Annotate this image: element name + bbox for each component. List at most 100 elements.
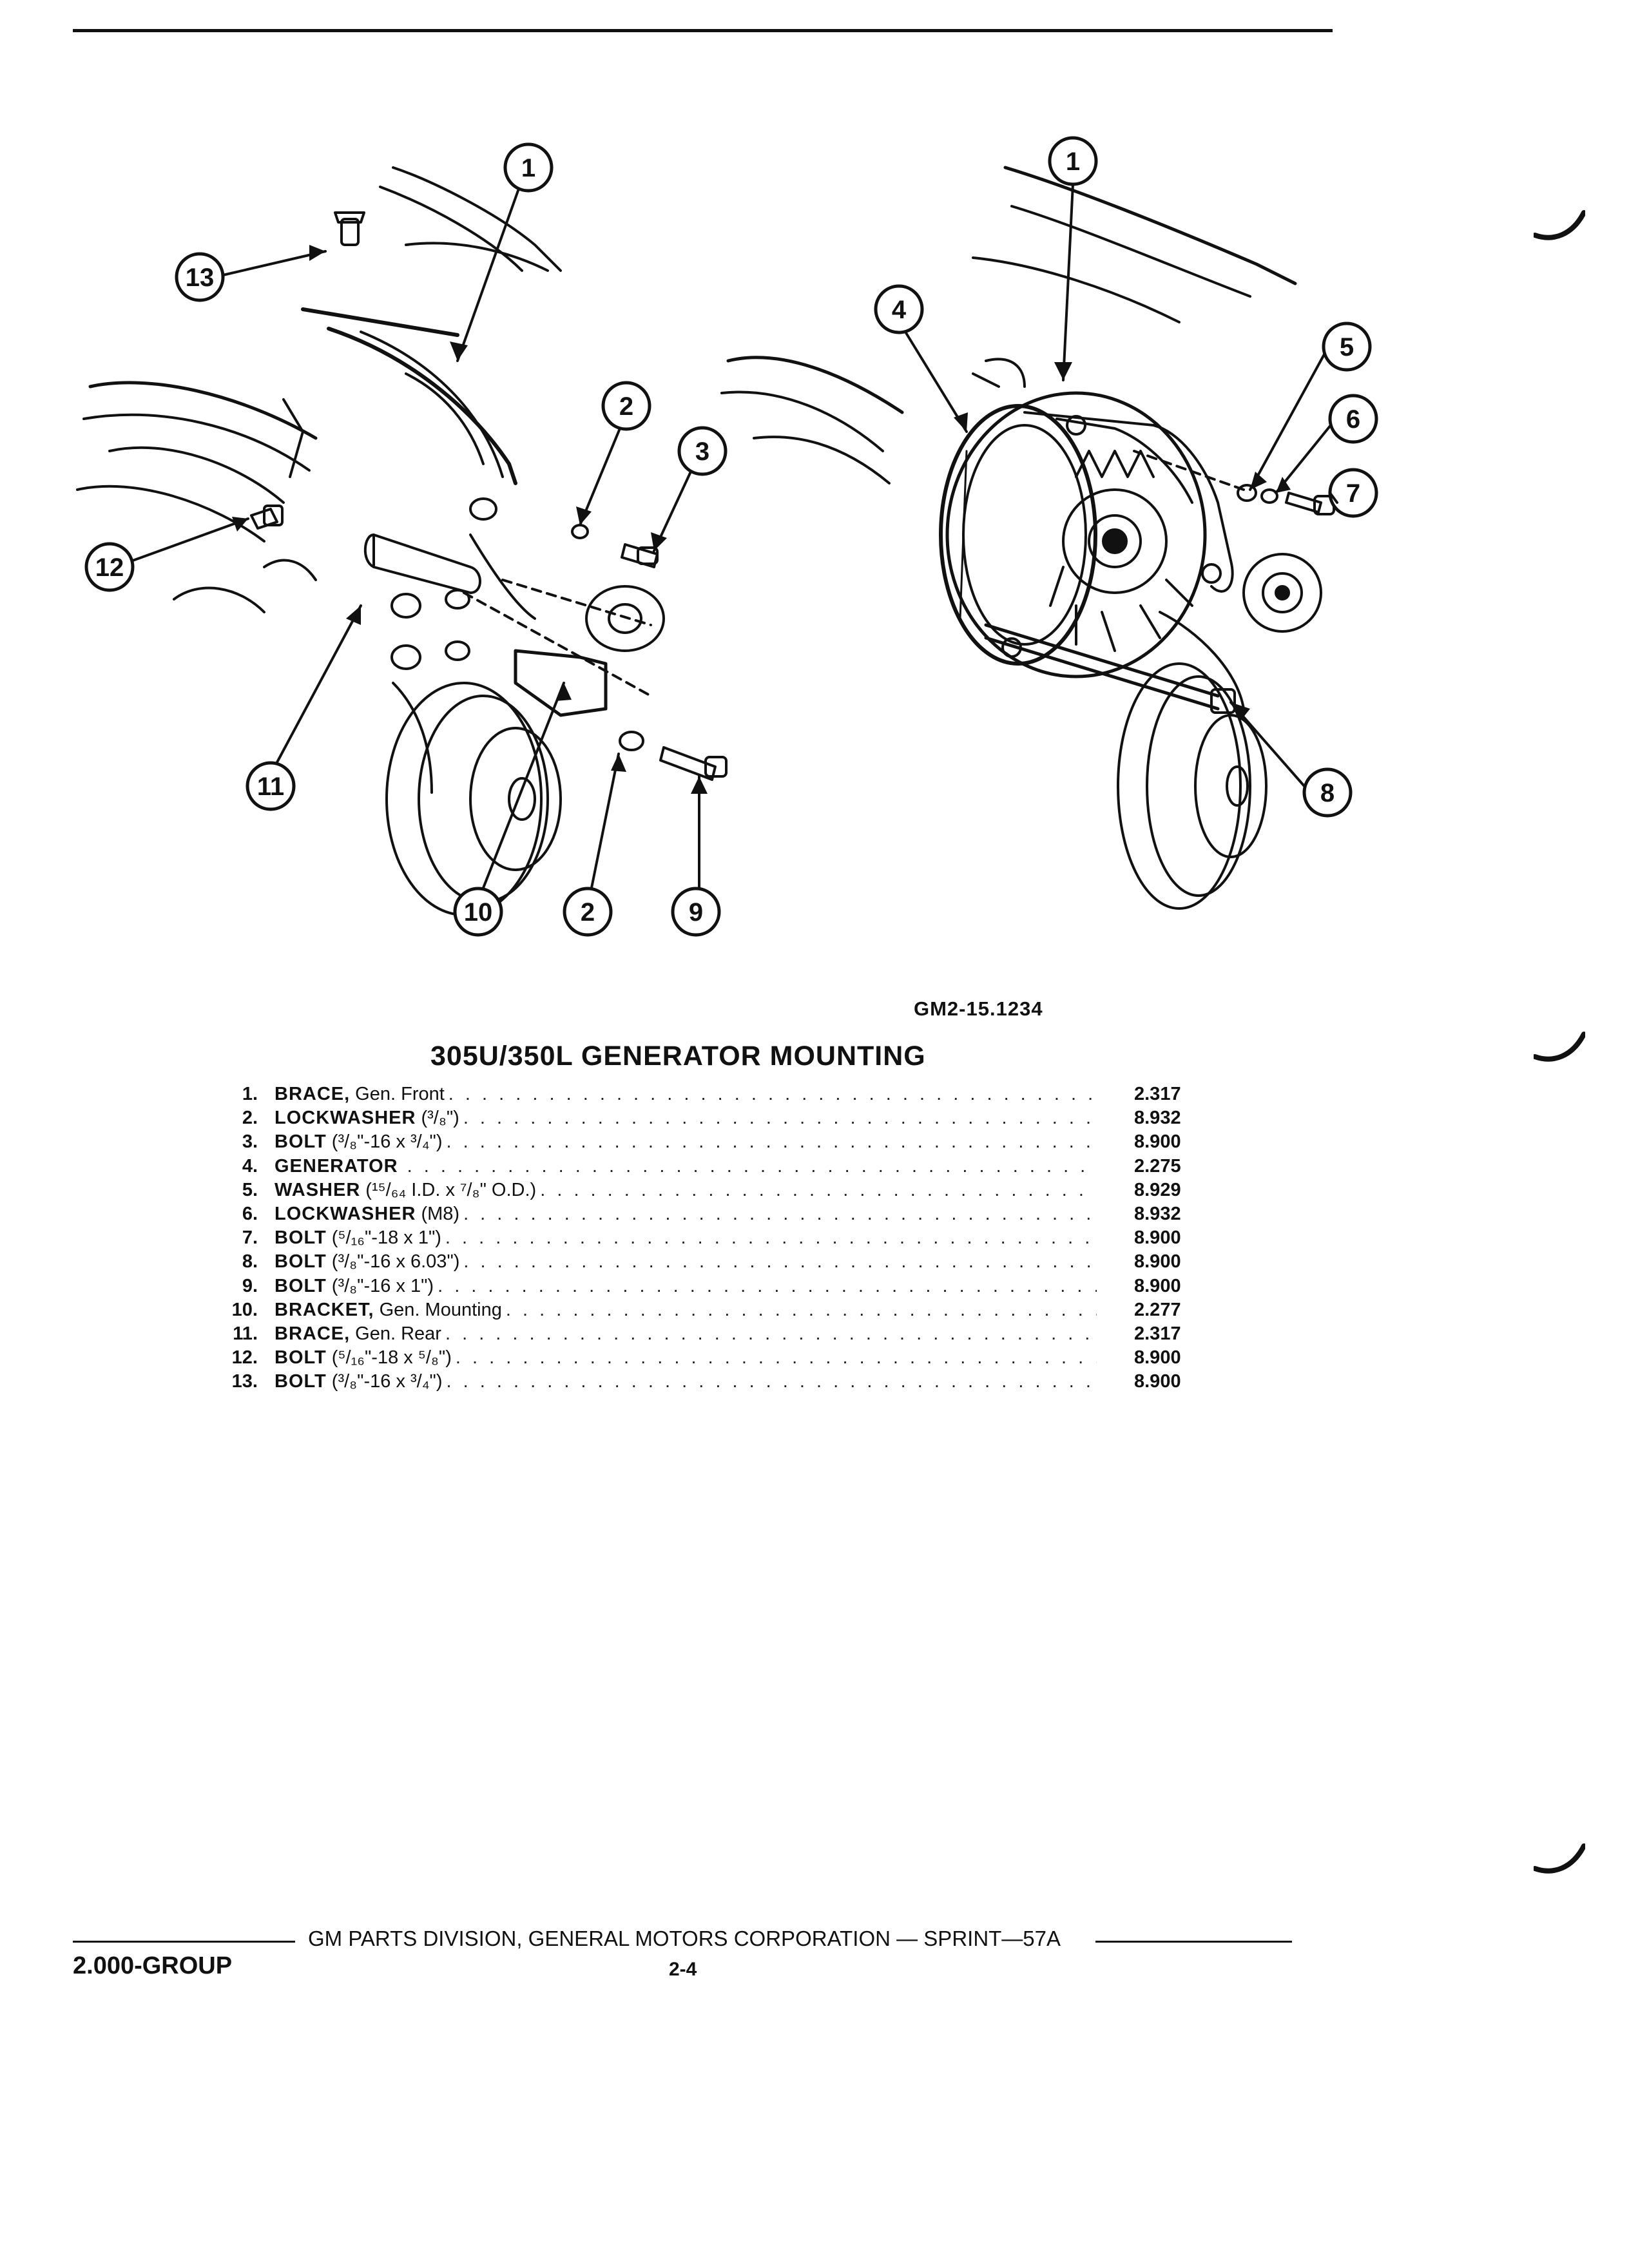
part-description: Gen. Front [355, 1084, 445, 1104]
part-name: BOLT [275, 1251, 327, 1273]
dot-leader [407, 1155, 1097, 1178]
group-number: 8.929 [1134, 1179, 1181, 1200]
part-description: (⁵/₁₆"-18 x ⁵/₈") [331, 1347, 452, 1369]
footer-rule-left [73, 1941, 295, 1943]
part-description: (³/₈") [421, 1108, 459, 1129]
part-name: BOLT [275, 1131, 327, 1153]
figure-id: GM2-15.1234 [914, 997, 1043, 1020]
part-row: 5. WASHER (¹⁵/₆₄ I.D. x ⁷/₈" O.D.) 8.929 [193, 1178, 1211, 1202]
part-row: 8. BOLT (³/₈"-16 x 6.03") 8.900 [193, 1250, 1211, 1274]
part-row: 9. BOLT (³/₈"-16 x 1") 8.900 [193, 1274, 1211, 1298]
part-name: BOLT [275, 1347, 327, 1369]
svg-text:3: 3 [695, 437, 709, 466]
part-description: (³/₈"-16 x 6.03") [331, 1251, 460, 1273]
svg-text:11: 11 [257, 773, 284, 801]
footer-publisher: GM PARTS DIVISION, GENERAL MOTORS CORPOR… [308, 1927, 1061, 1950]
part-row: 3. BOLT (³/₈"-16 x ³/₄") 8.900 [193, 1130, 1211, 1154]
binding-mark-icon [1534, 210, 1585, 240]
part-number: 3. [242, 1131, 258, 1153]
part-row: 6. LOCKWASHER (M8) 8.932 [193, 1202, 1211, 1226]
group-number: 8.900 [1134, 1251, 1181, 1273]
dot-leader [456, 1346, 1097, 1370]
exploded-view-illustration: 1 13 2 3 12 11 10 2 9 1 4 5 6 7 8 [71, 116, 1385, 947]
dot-leader [445, 1226, 1097, 1250]
svg-text:10: 10 [464, 898, 493, 927]
part-number: 4. [242, 1155, 258, 1177]
group-number: 2.317 [1134, 1084, 1181, 1104]
svg-text:4: 4 [892, 296, 907, 324]
right-engine-view [720, 166, 1335, 910]
dot-leader [445, 1322, 1097, 1346]
part-name: LOCKWASHER [275, 1203, 416, 1224]
dot-leader [438, 1274, 1097, 1298]
part-description: Gen. Rear [355, 1323, 441, 1344]
svg-text:1: 1 [521, 154, 535, 182]
part-number: 1. [242, 1084, 258, 1104]
part-row: 10. BRACKET, Gen. Mounting 2.277 [193, 1298, 1211, 1322]
part-number: 10. [231, 1299, 258, 1320]
svg-text:9: 9 [689, 898, 703, 927]
part-number: 12. [231, 1347, 258, 1369]
group-number: 8.900 [1134, 1131, 1181, 1153]
page-number: 2-4 [669, 1959, 697, 1980]
dot-leader [448, 1082, 1097, 1106]
svg-text:5: 5 [1340, 333, 1354, 361]
dot-leader [463, 1106, 1097, 1130]
part-row: 1. BRACE, Gen. Front 2.317 [193, 1082, 1211, 1106]
group-number: 2.277 [1134, 1299, 1181, 1320]
dot-leader [447, 1370, 1097, 1394]
part-description: (⁵/₁₆"-18 x 1") [331, 1227, 441, 1249]
part-name: GENERATOR [275, 1155, 398, 1177]
part-description: (³/₈"-16 x ³/₄") [331, 1371, 443, 1392]
group-number: 8.900 [1134, 1275, 1181, 1296]
dot-leader [463, 1250, 1097, 1274]
svg-text:8: 8 [1320, 779, 1335, 807]
part-number: 9. [242, 1275, 258, 1296]
left-engine-view [76, 166, 728, 916]
part-name: LOCKWASHER [275, 1108, 416, 1129]
group-label: 2.000-GROUP [73, 1952, 233, 1979]
group-number: 8.932 [1134, 1203, 1181, 1224]
binding-mark-icon [1534, 1032, 1585, 1062]
svg-text:2: 2 [581, 898, 595, 927]
part-number: 8. [242, 1251, 258, 1273]
parts-list: 1. BRACE, Gen. Front 2.317 2. LOCKWASHER… [193, 1082, 1211, 1394]
group-number: 8.900 [1134, 1227, 1181, 1249]
dot-leader [540, 1178, 1097, 1202]
part-name: BOLT [275, 1371, 327, 1392]
group-number: 2.275 [1134, 1155, 1181, 1177]
dot-leader [506, 1298, 1097, 1322]
svg-text:13: 13 [186, 264, 215, 292]
part-description: (³/₈"-16 x 1") [331, 1275, 434, 1296]
part-description: (³/₈"-16 x ³/₄") [331, 1131, 443, 1153]
binding-mark-icon [1534, 1843, 1585, 1874]
part-row: 12. BOLT (⁵/₁₆"-18 x ⁵/₈") 8.900 [193, 1346, 1211, 1370]
section-title: 305U/350L GENERATOR MOUNTING [430, 1041, 926, 1072]
part-name: BRACE, [275, 1084, 351, 1104]
footer-rule-right [1095, 1941, 1292, 1943]
part-number: 5. [242, 1179, 258, 1200]
part-number: 2. [242, 1108, 258, 1129]
part-name: BRACE, [275, 1323, 351, 1344]
part-row: 7. BOLT (⁵/₁₆"-18 x 1") 8.900 [193, 1226, 1211, 1250]
part-row: 4. GENERATOR 2.275 [193, 1155, 1211, 1178]
part-number: 13. [231, 1371, 258, 1392]
part-name: BOLT [275, 1227, 327, 1249]
svg-text:1: 1 [1066, 148, 1080, 176]
svg-text:6: 6 [1346, 405, 1360, 434]
svg-text:2: 2 [619, 392, 633, 421]
svg-text:7: 7 [1346, 479, 1360, 508]
part-row: 11. BRACE, Gen. Rear 2.317 [193, 1322, 1211, 1346]
part-description: (¹⁵/₆₄ I.D. x ⁷/₈" O.D.) [365, 1179, 537, 1200]
part-row: 2. LOCKWASHER (³/₈") 8.932 [193, 1106, 1211, 1130]
dot-leader [447, 1130, 1097, 1154]
part-name: BOLT [275, 1275, 327, 1296]
svg-text:12: 12 [95, 553, 124, 582]
part-number: 6. [242, 1203, 258, 1224]
group-number: 8.932 [1134, 1108, 1181, 1129]
top-rule [73, 29, 1333, 32]
group-number: 8.900 [1134, 1371, 1181, 1392]
part-row: 13. BOLT (³/₈"-16 x ³/₄") 8.900 [193, 1370, 1211, 1394]
part-name: WASHER [275, 1179, 361, 1200]
part-number: 7. [242, 1227, 258, 1249]
